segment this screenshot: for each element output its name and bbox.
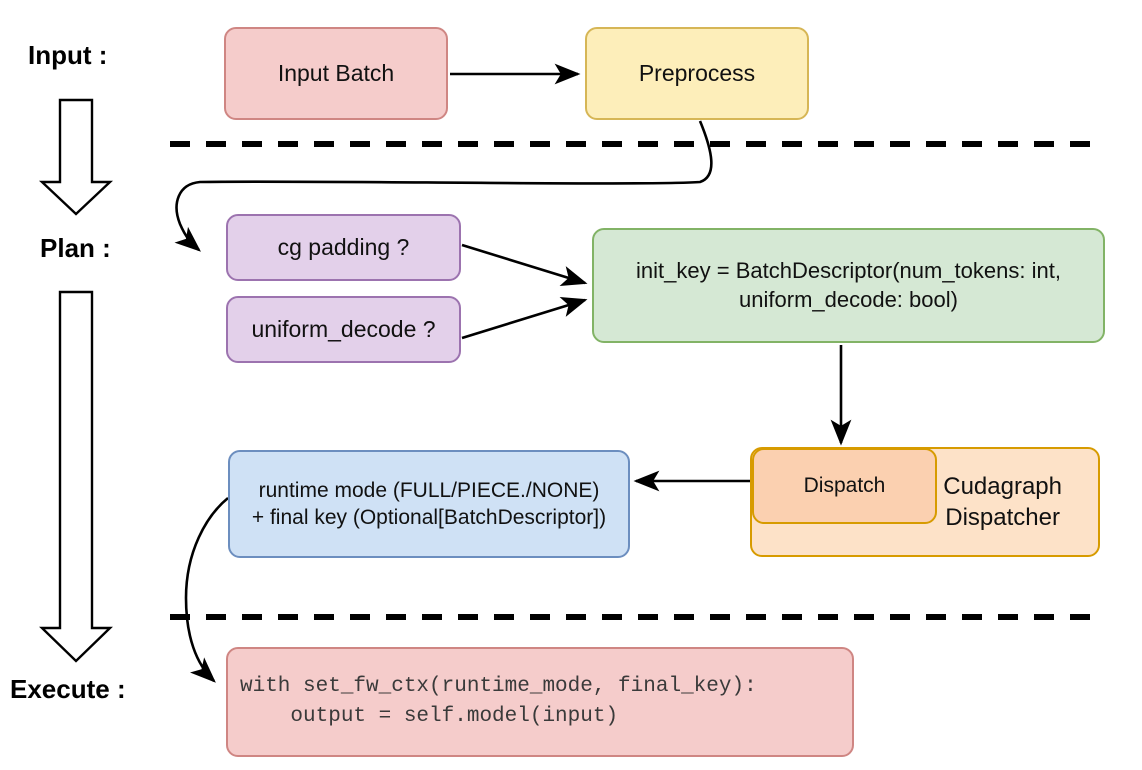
node-uniform-decode[interactable]: uniform_decode ? bbox=[226, 296, 461, 363]
node-input-batch-label: Input Batch bbox=[277, 59, 395, 86]
node-input-batch[interactable]: Input Batch bbox=[224, 27, 448, 120]
node-cudagraph-dispatcher-label: Cudagraph Dispatcher bbox=[943, 472, 1062, 531]
stage-label-execute: Execute : bbox=[10, 674, 126, 704]
edge-runtime-mode-to-exec-code bbox=[184, 496, 229, 683]
stage-label-input: Input : bbox=[28, 40, 108, 70]
node-runtime-mode[interactable]: runtime mode (FULL/PIECE./NONE) + final … bbox=[228, 450, 630, 558]
edge-uniform-decode-to-init-key bbox=[461, 296, 588, 340]
edge-preprocess-to-cg-padding bbox=[174, 120, 713, 252]
node-dispatch-label: Dispatch bbox=[803, 474, 886, 498]
node-cg-padding[interactable]: cg padding ? bbox=[226, 214, 461, 281]
stage-label-plan: Plan : bbox=[40, 233, 111, 263]
node-dispatch[interactable]: Dispatch bbox=[752, 448, 937, 524]
node-runtime-mode-label: runtime mode (FULL/PIECE./NONE) + final … bbox=[251, 478, 607, 529]
node-preprocess[interactable]: Preprocess bbox=[585, 27, 809, 120]
node-exec-code[interactable]: with set_fw_ctx(runtime_mode, final_key)… bbox=[226, 647, 854, 757]
node-exec-code-label: with set_fw_ctx(runtime_mode, final_key)… bbox=[240, 674, 757, 728]
node-init-key-label: init_key = BatchDescriptor(num_tokens: i… bbox=[636, 257, 1061, 312]
node-init-key[interactable]: init_key = BatchDescriptor(num_tokens: i… bbox=[592, 228, 1105, 343]
node-uniform-decode-label: uniform_decode ? bbox=[251, 315, 436, 342]
node-cg-padding-label: cg padding ? bbox=[277, 233, 410, 260]
plan-to-execute-block-arrow bbox=[39, 290, 113, 663]
edge-cg-padding-to-init-key bbox=[461, 243, 588, 287]
node-preprocess-label: Preprocess bbox=[638, 59, 756, 86]
input-to-plan-block-arrow bbox=[38, 98, 114, 216]
